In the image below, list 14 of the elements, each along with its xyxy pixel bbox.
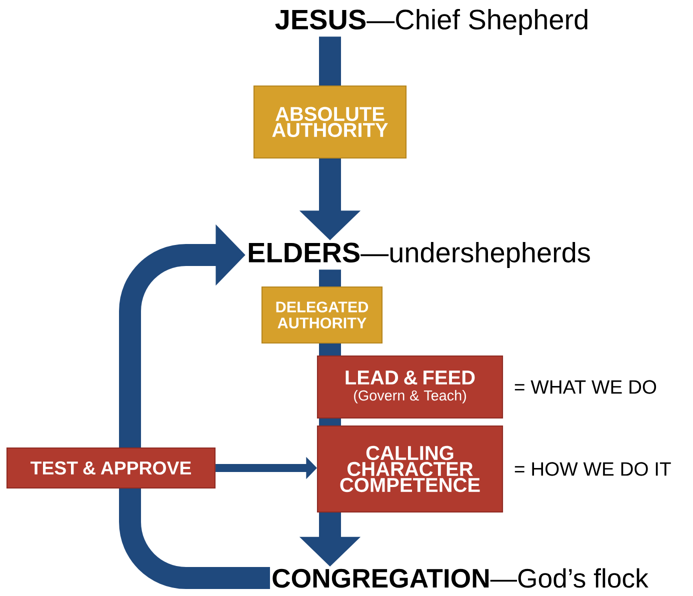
connector-bar bbox=[319, 270, 341, 286]
note-label: = HOW WE DO IT bbox=[514, 462, 671, 476]
role-label: ELDERS—undershepherds bbox=[248, 242, 590, 268]
connector-bar bbox=[319, 36, 341, 86]
authority-box: DELEGATED AUTHORITY bbox=[261, 286, 383, 344]
task-box: CALLING CHARACTER COMPETENCE bbox=[316, 425, 504, 513]
task-box: TEST & APPROVE bbox=[6, 447, 216, 489]
note-label: = WHAT WE DO bbox=[514, 380, 656, 394]
role-label: CONGREGATION—God’s flock bbox=[272, 568, 648, 588]
role-label: JESUS—Chief Shepherd bbox=[275, 8, 588, 36]
task-box: LEAD & FEED (Govern & Teach) bbox=[316, 355, 504, 419]
authority-box: ABSOLUTE AUTHORITY bbox=[253, 85, 407, 159]
connector-bar bbox=[319, 418, 341, 426]
connector-bar bbox=[319, 344, 341, 356]
